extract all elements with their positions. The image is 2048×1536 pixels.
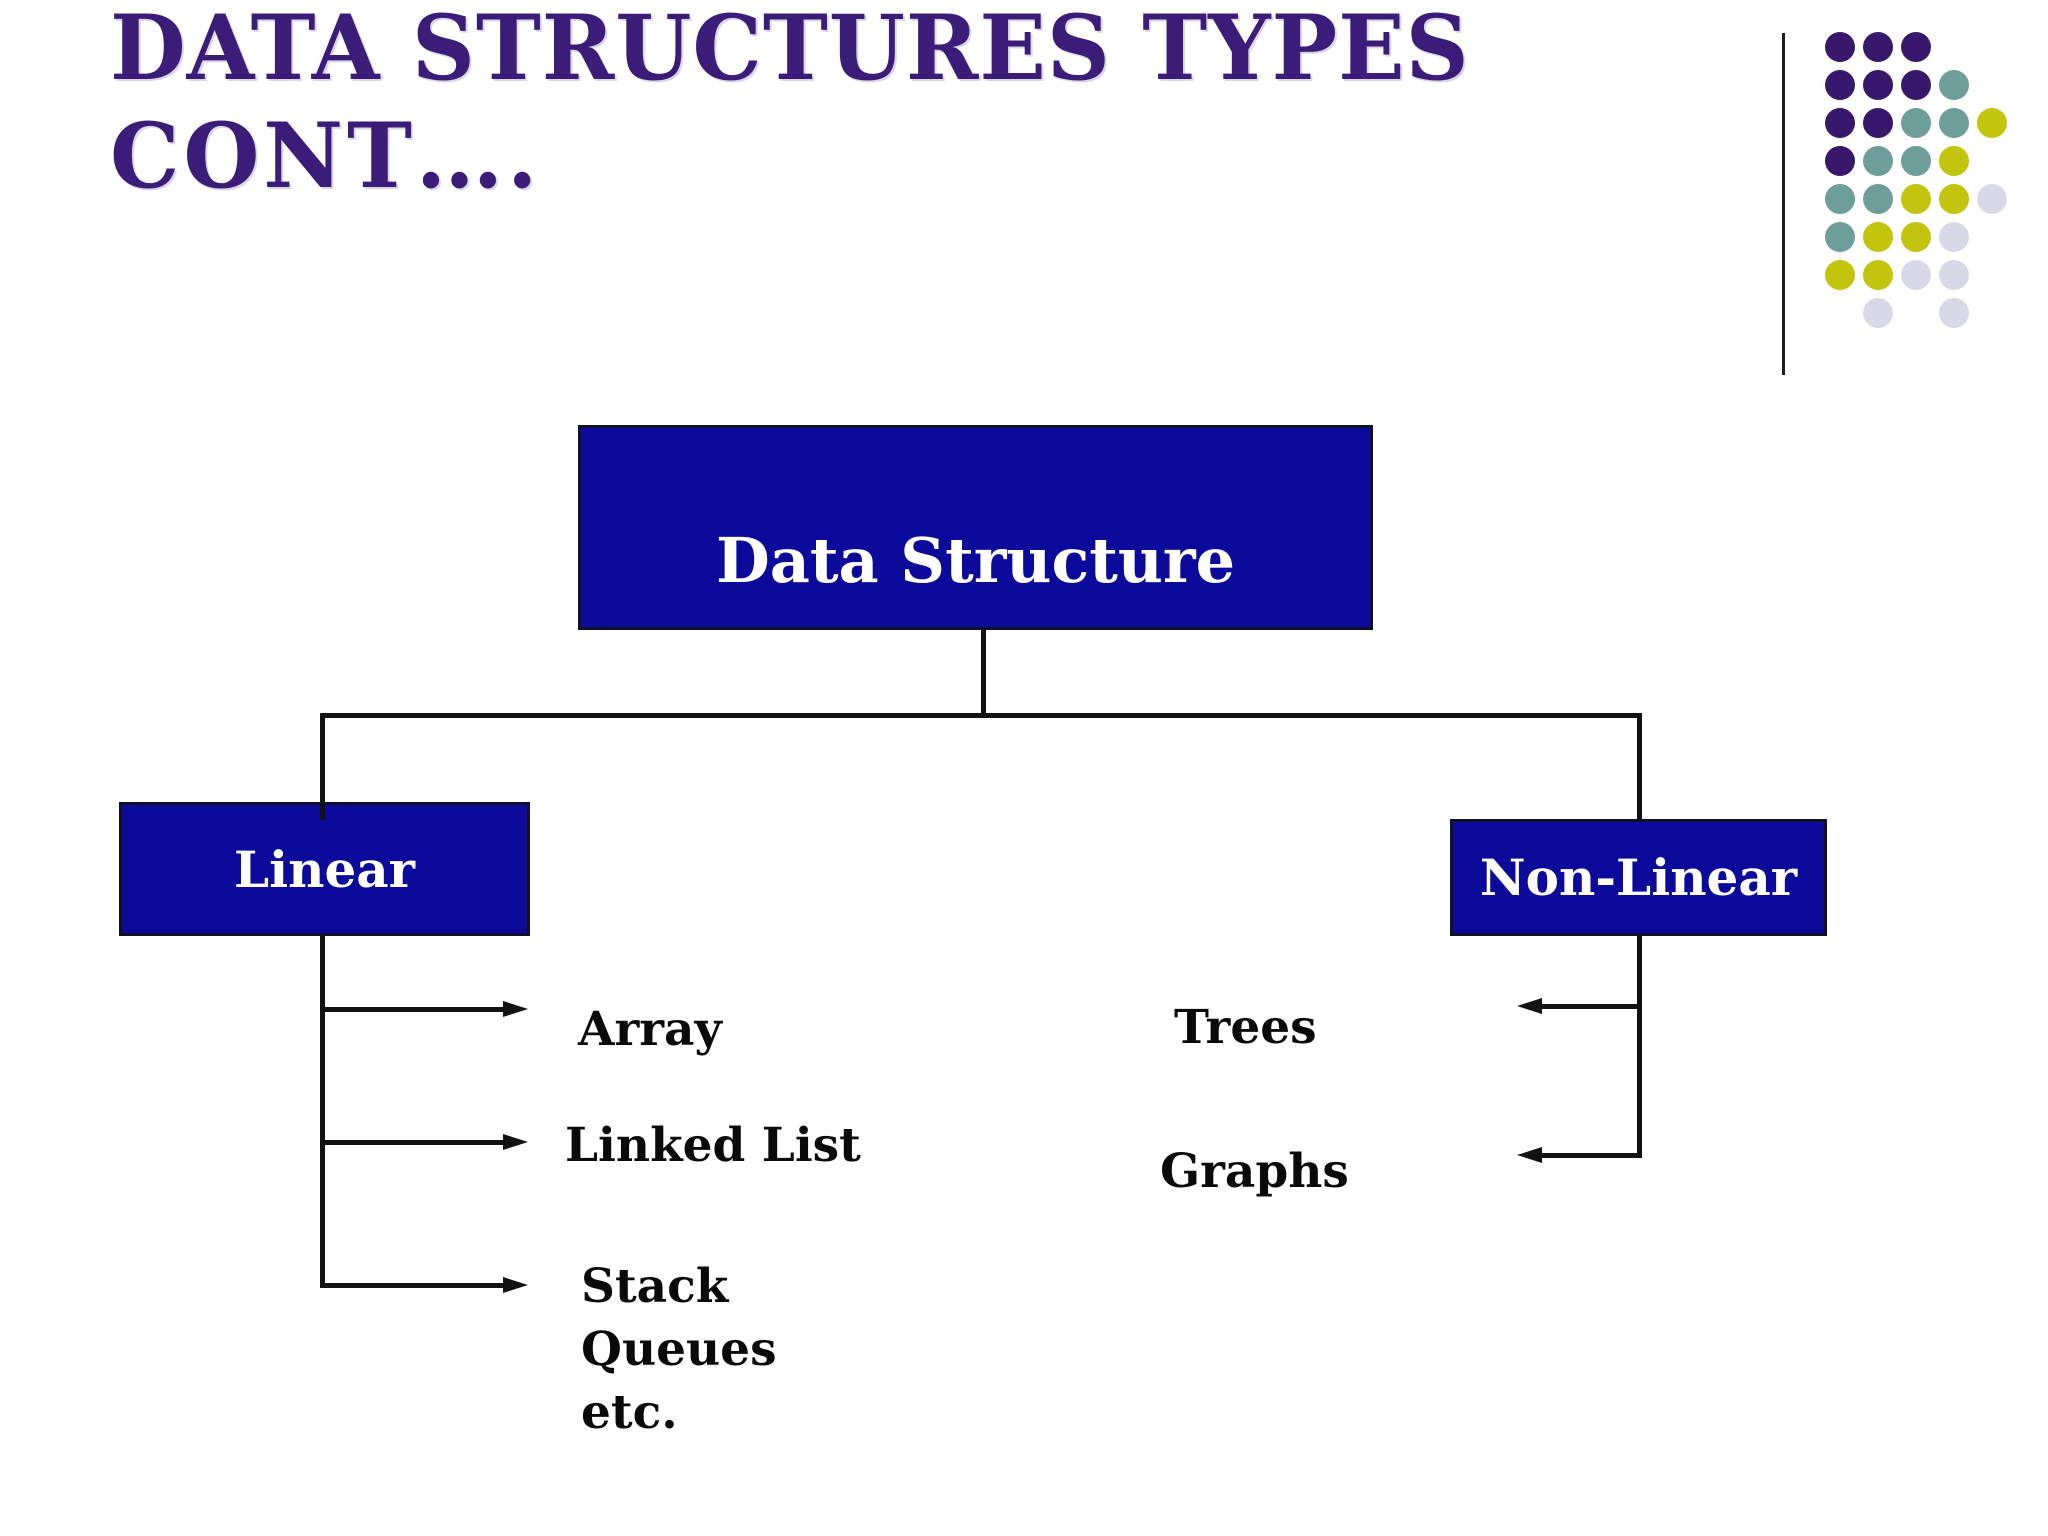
- arrow-stack-shaft: [323, 1283, 503, 1288]
- dot-icon: [1901, 70, 1931, 100]
- dot-icon: [1863, 146, 1893, 176]
- dot-icon: [1825, 184, 1855, 214]
- node-data-structure: Data Structure: [578, 425, 1373, 630]
- arrow-trees-shaft: [1542, 1004, 1642, 1009]
- dot-icon: [1901, 146, 1931, 176]
- dot-icon: [1939, 146, 1969, 176]
- dot-icon: [1863, 70, 1893, 100]
- arrow-linked-list-head-icon: [503, 1134, 528, 1150]
- arrow-array-head-icon: [503, 1001, 528, 1017]
- dot-icon: [1863, 260, 1893, 290]
- dot-icon: [1863, 32, 1893, 62]
- slide-title-line1: DATA STRUCTURES TYPES: [110, 0, 1470, 101]
- dot-icon: [1825, 108, 1855, 138]
- slide-title: DATA STRUCTURES TYPES CONT….: [110, 0, 1470, 210]
- arrow-trees-head-icon: [1517, 998, 1542, 1014]
- arrow-stack-head-icon: [503, 1277, 528, 1293]
- connector-horizontal: [320, 713, 1642, 718]
- connector-right-trunk: [1637, 936, 1642, 1158]
- dot-icon: [1901, 108, 1931, 138]
- leaf-graphs: Graphs: [1160, 1144, 1349, 1199]
- dot-icon: [1939, 260, 1969, 290]
- arrow-array-shaft: [323, 1007, 503, 1012]
- leaf-stack-line3: etc.: [581, 1385, 678, 1440]
- connector-right-drop: [1637, 713, 1642, 819]
- node-non-linear: Non-Linear: [1450, 819, 1827, 936]
- dot-icon: [1825, 146, 1855, 176]
- dot-icon: [1863, 108, 1893, 138]
- dot-icon: [1977, 108, 2007, 138]
- arrow-graphs-head-icon: [1517, 1147, 1542, 1163]
- connector-left-drop: [320, 713, 325, 820]
- dot-icon: [1939, 298, 1969, 328]
- dot-icon: [1825, 70, 1855, 100]
- dot-icon: [1939, 70, 1969, 100]
- dot-icon: [1901, 32, 1931, 62]
- dot-icon: [1825, 32, 1855, 62]
- dots-decoration: [1825, 32, 2025, 332]
- dot-icon: [1825, 260, 1855, 290]
- dot-icon: [1901, 260, 1931, 290]
- arrow-linked-list-shaft: [323, 1140, 503, 1145]
- dot-icon: [1863, 184, 1893, 214]
- dot-icon: [1825, 222, 1855, 252]
- dot-icon: [1901, 184, 1931, 214]
- decoration-vertical-rule: [1782, 33, 1785, 375]
- dot-icon: [1977, 184, 2007, 214]
- node-linear-label: Linear: [233, 839, 416, 899]
- slide-title-line2: CONT….: [110, 103, 542, 209]
- node-linear: Linear: [119, 802, 530, 936]
- dot-icon: [1863, 222, 1893, 252]
- arrow-graphs-shaft: [1542, 1153, 1642, 1158]
- leaf-trees: Trees: [1174, 1000, 1317, 1055]
- dot-icon: [1863, 298, 1893, 328]
- dot-icon: [1901, 222, 1931, 252]
- leaf-linked-list: Linked List: [565, 1118, 861, 1173]
- node-non-linear-label: Non-Linear: [1479, 848, 1798, 907]
- connector-left-trunk: [320, 936, 325, 1288]
- node-data-structure-label: Data Structure: [715, 524, 1236, 597]
- leaf-array: Array: [578, 1002, 722, 1057]
- leaf-stack-line1: Stack: [581, 1259, 729, 1314]
- dot-icon: [1939, 222, 1969, 252]
- leaf-stack-line2: Queues: [581, 1322, 777, 1377]
- leaf-stack-queues-etc: Stack Queues etc.: [581, 1255, 777, 1444]
- connector-root-stem: [981, 630, 986, 716]
- dot-icon: [1939, 108, 1969, 138]
- dot-icon: [1939, 184, 1969, 214]
